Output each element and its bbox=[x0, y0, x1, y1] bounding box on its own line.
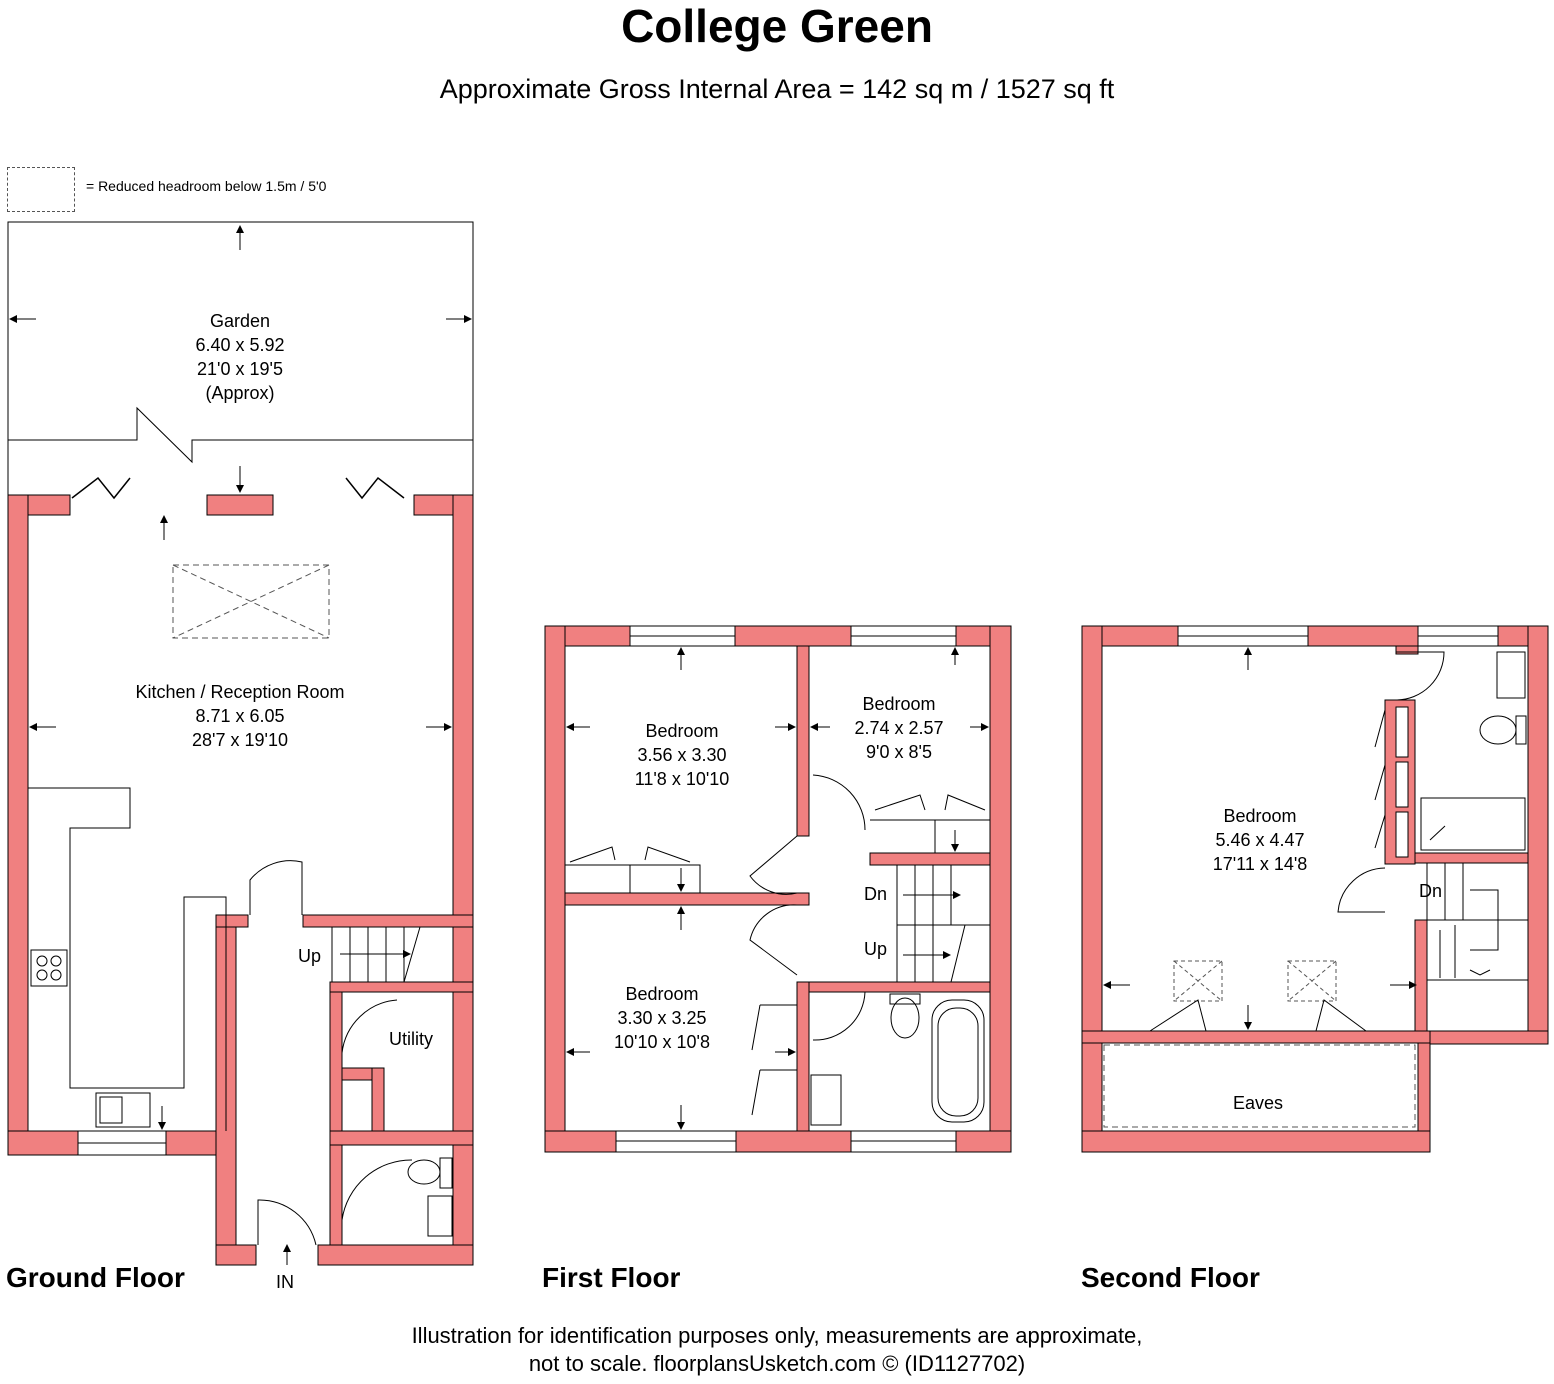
ground-up-label: Up bbox=[298, 946, 321, 966]
second-bedroom-metric: 5.46 x 4.47 bbox=[1215, 830, 1304, 850]
garden-metric: 6.40 x 5.92 bbox=[195, 335, 284, 355]
wall-hall-bottom-left bbox=[215, 1244, 257, 1266]
bedroom3-imperial: 10'10 x 10'8 bbox=[614, 1032, 710, 1052]
second-bedroom-name: Bedroom bbox=[1223, 806, 1296, 826]
bedroom3-metric: 3.30 x 3.25 bbox=[617, 1008, 706, 1028]
shower-tray bbox=[1420, 797, 1526, 851]
first-toilet-icon bbox=[890, 997, 920, 1039]
second-stairs bbox=[1426, 862, 1529, 981]
wall-right bbox=[452, 494, 474, 1266]
garden-imperial: 21'0 x 19'5 bbox=[197, 359, 283, 379]
bifold-door-left bbox=[71, 476, 131, 500]
bedroom2-metric: 2.74 x 2.57 bbox=[854, 718, 943, 738]
wc-cistern bbox=[439, 1157, 453, 1189]
second-floor-label: Second Floor bbox=[1081, 1262, 1260, 1293]
kitchen-name: Kitchen / Reception Room bbox=[135, 682, 344, 702]
skylight bbox=[172, 564, 330, 639]
second-skylight-2 bbox=[1287, 960, 1337, 1002]
first-up-label: Up bbox=[864, 939, 887, 959]
wall-stair-top bbox=[302, 914, 474, 928]
wall-rear-pier bbox=[206, 494, 274, 516]
wall-hall-bottom-right bbox=[317, 1244, 474, 1266]
first-basin-icon bbox=[810, 1074, 842, 1126]
hob-icon bbox=[30, 949, 68, 987]
entrance-door bbox=[257, 1199, 317, 1246]
wall-utility-top bbox=[329, 981, 474, 993]
eaves-label: Eaves bbox=[1233, 1093, 1283, 1113]
bedroom1-name: Bedroom bbox=[645, 721, 718, 741]
first-stairs bbox=[896, 864, 991, 983]
page-title: College Green bbox=[621, 0, 933, 52]
utility-label: Utility bbox=[389, 1029, 433, 1049]
bedroom2-name: Bedroom bbox=[862, 694, 935, 714]
reduced-headroom-swatch bbox=[7, 167, 75, 212]
kitchen-units bbox=[28, 787, 227, 1131]
garden-outline bbox=[7, 221, 474, 464]
wall-left bbox=[7, 494, 29, 1156]
bedroom1-imperial: 11'8 x 10'10 bbox=[635, 769, 730, 789]
area-subtitle: Approximate Gross Internal Area = 142 sq… bbox=[439, 74, 1115, 104]
first-floor-label: First Floor bbox=[542, 1262, 681, 1293]
bedroom2-imperial: 9'0 x 8'5 bbox=[866, 742, 932, 762]
sink-icon bbox=[95, 1092, 151, 1128]
wall-wc-top bbox=[329, 1130, 474, 1146]
second-bedroom-imperial: 17'11 x 14'8 bbox=[1213, 854, 1308, 874]
kitchen-metric: 8.71 x 6.05 bbox=[195, 706, 284, 726]
bath-icon bbox=[931, 999, 985, 1123]
wall-inner-v bbox=[329, 989, 343, 1246]
legend-text: = Reduced headroom below 1.5m / 5'0 bbox=[86, 178, 327, 194]
second-toilet-icon bbox=[1479, 715, 1517, 745]
wall-front-kitchen-left bbox=[7, 1130, 79, 1156]
bedroom3-name: Bedroom bbox=[625, 984, 698, 1004]
garden-note: (Approx) bbox=[205, 383, 274, 403]
ground-floor-label: Ground Floor bbox=[6, 1262, 185, 1293]
hall-door bbox=[249, 860, 303, 915]
basin-icon bbox=[427, 1195, 453, 1237]
garden-name: Garden bbox=[210, 311, 270, 331]
disclaimer-line-1: Illustration for identification purposes… bbox=[411, 1323, 1143, 1348]
entrance-label: IN bbox=[276, 1272, 294, 1292]
toilet-icon bbox=[407, 1159, 441, 1185]
second-basin-icon bbox=[1496, 651, 1526, 699]
bifold-door-right bbox=[345, 476, 405, 500]
eaves-area bbox=[1103, 1044, 1416, 1128]
ground-stairs bbox=[331, 926, 454, 983]
first-dn-label: Dn bbox=[864, 884, 887, 904]
disclaimer-line-2: not to scale. floorplansUsketch.com © (I… bbox=[528, 1351, 1026, 1376]
second-dn-label: Dn bbox=[1419, 881, 1442, 901]
ground-floor-plan: Garden 6.40 x 5.92 21'0 x 19'5 (Approx) … bbox=[7, 221, 474, 1292]
bedroom1-metric: 3.56 x 3.30 bbox=[637, 745, 726, 765]
second-floor-plan: Bedroom 5.46 x 4.47 17'11 x 14'8 Dn Eave… bbox=[1081, 625, 1549, 1153]
disclaimer: Illustration for identification purposes… bbox=[0, 1322, 1554, 1378]
wall-cup2 bbox=[371, 1067, 385, 1132]
first-floor-plan: Bedroom 3.56 x 3.30 11'8 x 10'10 Bedroom… bbox=[544, 625, 1012, 1153]
kitchen-imperial: 28'7 x 19'10 bbox=[192, 730, 288, 750]
